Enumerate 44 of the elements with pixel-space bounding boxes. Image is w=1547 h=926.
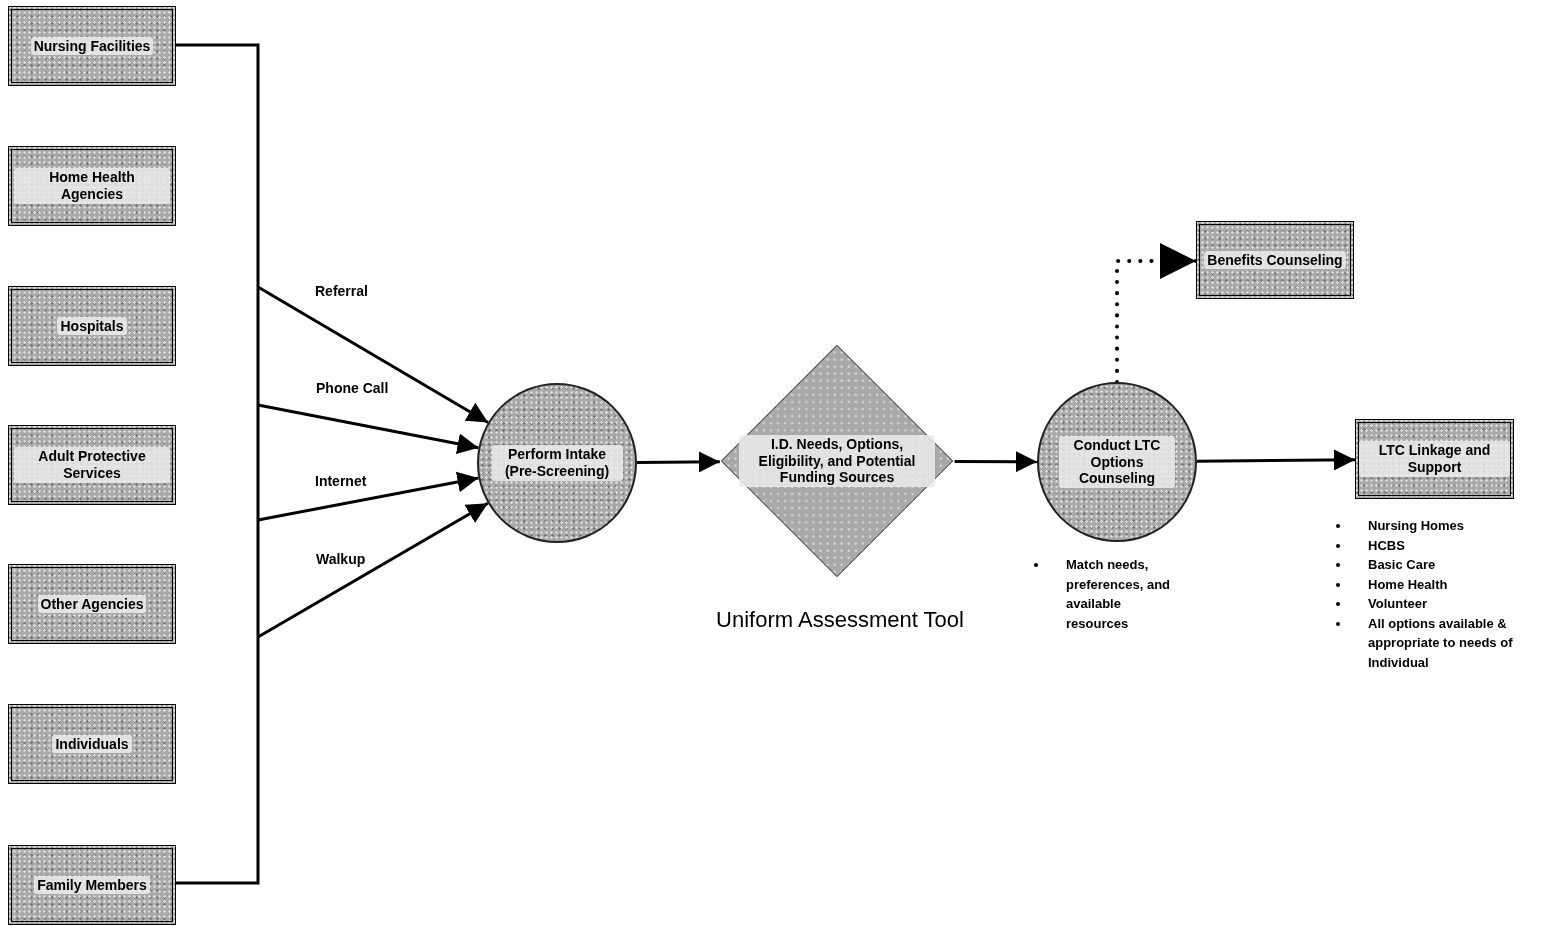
node-label: Nursing Homes xyxy=(1328,516,1538,536)
arrow xyxy=(1115,243,1198,384)
process-box xyxy=(8,564,176,644)
node-label: Benefits Counseling xyxy=(1204,250,1346,270)
node-label: All options available & appropriate to needs of Individual xyxy=(1328,613,1538,672)
connector-line xyxy=(176,463,260,885)
node-label: HCBS xyxy=(1328,535,1538,555)
arrow xyxy=(257,471,479,522)
node-label: Volunteer xyxy=(1328,594,1538,614)
decision-diamond xyxy=(719,343,955,579)
node-label: Individuals xyxy=(52,734,132,754)
arrow xyxy=(257,403,479,455)
edge-label: Walkup xyxy=(314,551,368,567)
node-label: Adult Protective Services xyxy=(14,447,170,483)
node-label: LTC Linkage and Support xyxy=(1359,441,1510,477)
arrow xyxy=(637,451,720,473)
arrow xyxy=(954,451,1037,473)
process-box xyxy=(8,146,176,226)
node-label: Uniform Assessment Tool xyxy=(715,606,965,634)
node-label: I.D. Needs, Options, Eligibility, and Potential Funding Sources xyxy=(739,434,935,488)
edge-label: Referral xyxy=(313,283,370,299)
process-box xyxy=(8,286,176,366)
node-label: Basic Care xyxy=(1328,555,1538,575)
edge-label: Phone Call xyxy=(314,380,391,396)
arrow xyxy=(257,501,489,639)
node-label: Home Health xyxy=(1328,574,1538,594)
node-label: Match needs, preferences, and available resources xyxy=(1026,555,1186,633)
process-box xyxy=(8,425,176,505)
node-label: Conduct LTC Options Counseling xyxy=(1059,435,1175,489)
process-box xyxy=(8,6,176,86)
process-box xyxy=(1196,221,1354,299)
node-label: Nursing Facilities xyxy=(30,36,154,56)
connector-line xyxy=(176,43,260,463)
node-label: Hospitals xyxy=(57,316,127,336)
node-label: Other Agencies xyxy=(37,594,147,614)
edge-label: Internet xyxy=(313,473,369,489)
process-box xyxy=(1355,419,1514,499)
node-label: Home Health Agencies xyxy=(14,168,170,204)
arrow xyxy=(257,285,489,424)
node-label: Family Members xyxy=(34,875,150,895)
arrow xyxy=(1197,449,1355,471)
node-label: Perform Intake (Pre-Screening) xyxy=(491,445,623,481)
process-box xyxy=(8,704,176,784)
process-box xyxy=(8,845,176,925)
